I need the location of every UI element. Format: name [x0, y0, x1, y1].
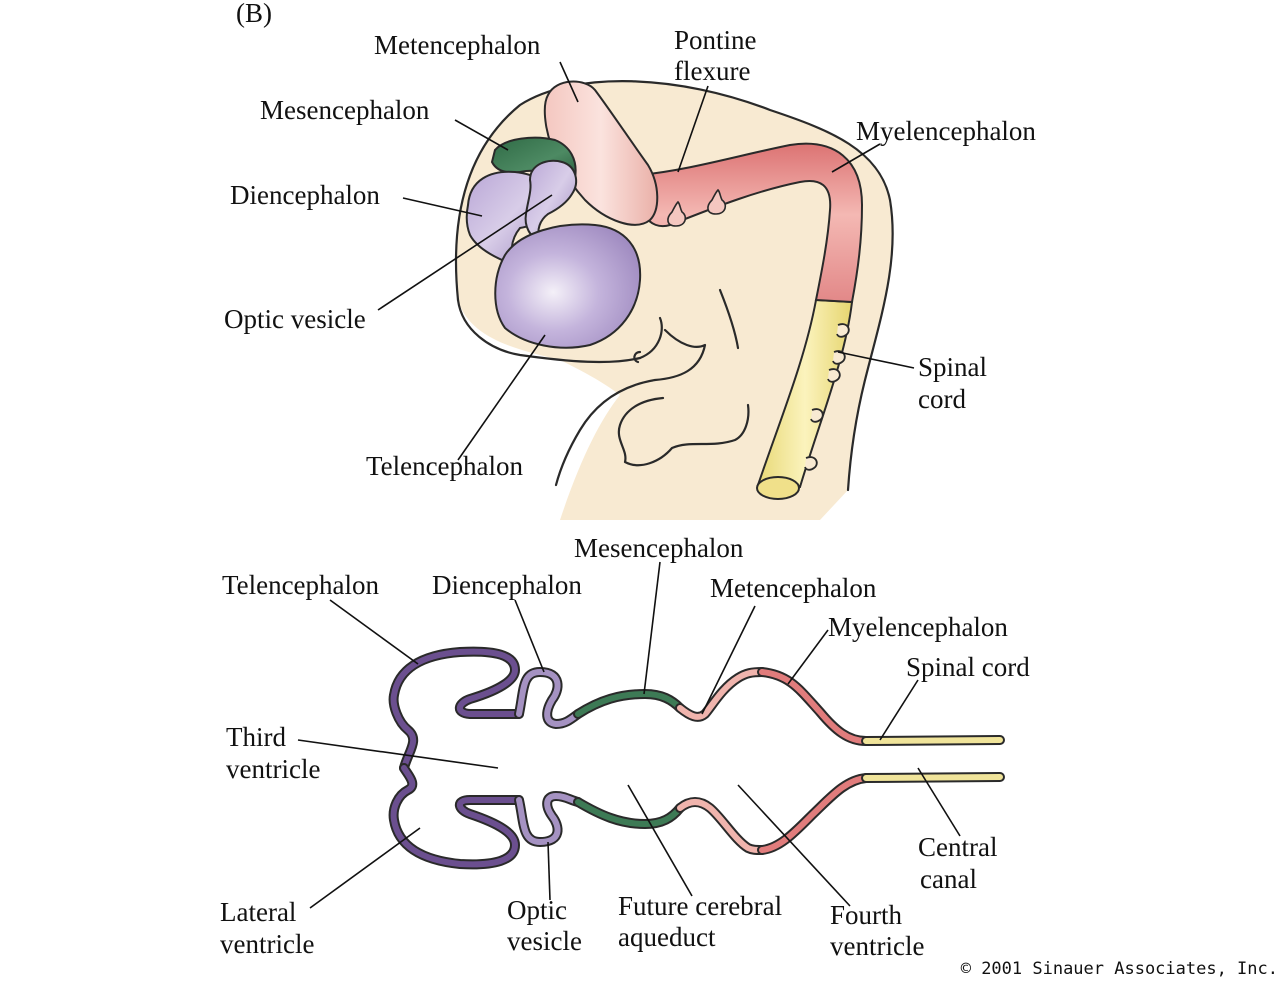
embryo-illustration	[454, 80, 894, 521]
copyright-notice: © 2001 Sinauer Associates, Inc.	[961, 959, 1278, 979]
lower-wall-metencephalon	[675, 797, 767, 855]
embryo-outline-back	[454, 80, 894, 492]
embryo-arch	[617, 396, 750, 467]
ventricle-schematic	[388, 646, 1005, 870]
lower-wall-spinal-fill	[863, 774, 1003, 781]
label-pontine-flexure-1: Pontine	[674, 25, 757, 55]
label-myelencephalon-bottom: Myelencephalon	[828, 612, 1008, 642]
upper-wall-spinal-fill	[863, 737, 1003, 744]
lower-wall-myelencephalon-fill	[759, 775, 869, 853]
label-myelencephalon-top: Myelencephalon	[856, 116, 1036, 146]
spinal-cord-cut-end	[756, 476, 800, 500]
metencephalon-top	[543, 80, 659, 226]
panel-label: (B)	[236, 0, 272, 28]
spinal-ganglia	[804, 323, 850, 471]
label-pontine-flexure-2: flexure	[674, 56, 750, 86]
upper-wall-mesencephalon-fill	[575, 691, 683, 717]
lower-wall-diencephalon-fill	[516, 793, 581, 845]
label-mesencephalon-top: Mesencephalon	[260, 95, 430, 125]
leader-lines	[297, 61, 961, 909]
label-future-cerebral-aqueduct-1: Future cerebral	[618, 891, 782, 921]
label-third-ventricle-2: ventricle	[226, 754, 320, 784]
telencephalon-top	[494, 223, 642, 349]
embryo-outline-face	[456, 298, 642, 364]
myelencephalon-top	[638, 142, 864, 304]
label-diencephalon-bottom: Diencephalon	[432, 570, 582, 600]
label-telencephalon-top: Telencephalon	[366, 451, 524, 481]
label-spinal-cord-top-2: cord	[918, 384, 966, 414]
optic-vesicle-top	[524, 159, 578, 242]
lower-wall-telencephalon-fill	[390, 765, 522, 868]
embryo-mouth-mark	[633, 350, 642, 364]
upper-wall-myelencephalon-fill	[759, 669, 869, 744]
label-optic-vesicle-top: Optic vesicle	[224, 304, 366, 334]
label-spinal-cord-top-1: Spinal	[918, 352, 987, 382]
upper-wall-telencephalon-fill	[390, 648, 522, 771]
lower-wall-metencephalon-fill	[677, 799, 765, 853]
spinal-cord-top	[756, 298, 854, 489]
label-third-ventricle-1: Third	[226, 722, 286, 752]
labels-bottom: Mesencephalon Telencephalon Diencephalon…	[220, 533, 1030, 961]
label-lateral-ventricle-1: Lateral	[220, 897, 296, 927]
label-mesencephalon-bottom: Mesencephalon	[574, 533, 744, 563]
upper-wall-diencephalon-fill	[516, 669, 581, 727]
label-telencephalon-bottom: Telencephalon	[222, 570, 380, 600]
lower-wall-mesencephalon-fill	[575, 799, 683, 827]
label-lateral-ventricle-2: ventricle	[220, 929, 314, 959]
label-optic-vesicle-bottom-1: Optic	[507, 895, 567, 925]
labels-top: (B) Metencephalon Pontine flexure Mesenc…	[224, 0, 1036, 481]
label-diencephalon-top: Diencephalon	[230, 180, 380, 210]
cranial-ganglia	[667, 188, 727, 227]
label-fourth-ventricle-1: Fourth	[830, 900, 903, 930]
label-central-canal-1: Central	[918, 832, 997, 862]
label-future-cerebral-aqueduct-2: aqueduct	[618, 922, 716, 952]
label-metencephalon-bottom: Metencephalon	[710, 573, 877, 603]
label-fourth-ventricle-2: ventricle	[830, 931, 924, 961]
label-central-canal-2: canal	[920, 864, 977, 894]
label-spinal-cord-bottom: Spinal cord	[906, 652, 1030, 682]
upper-wall-metencephalon-fill	[677, 669, 765, 720]
label-metencephalon-top: Metencephalon	[374, 30, 541, 60]
embryo-jaw	[554, 316, 707, 487]
embryo-fold	[718, 288, 740, 350]
label-optic-vesicle-bottom-2: vesicle	[507, 926, 582, 956]
